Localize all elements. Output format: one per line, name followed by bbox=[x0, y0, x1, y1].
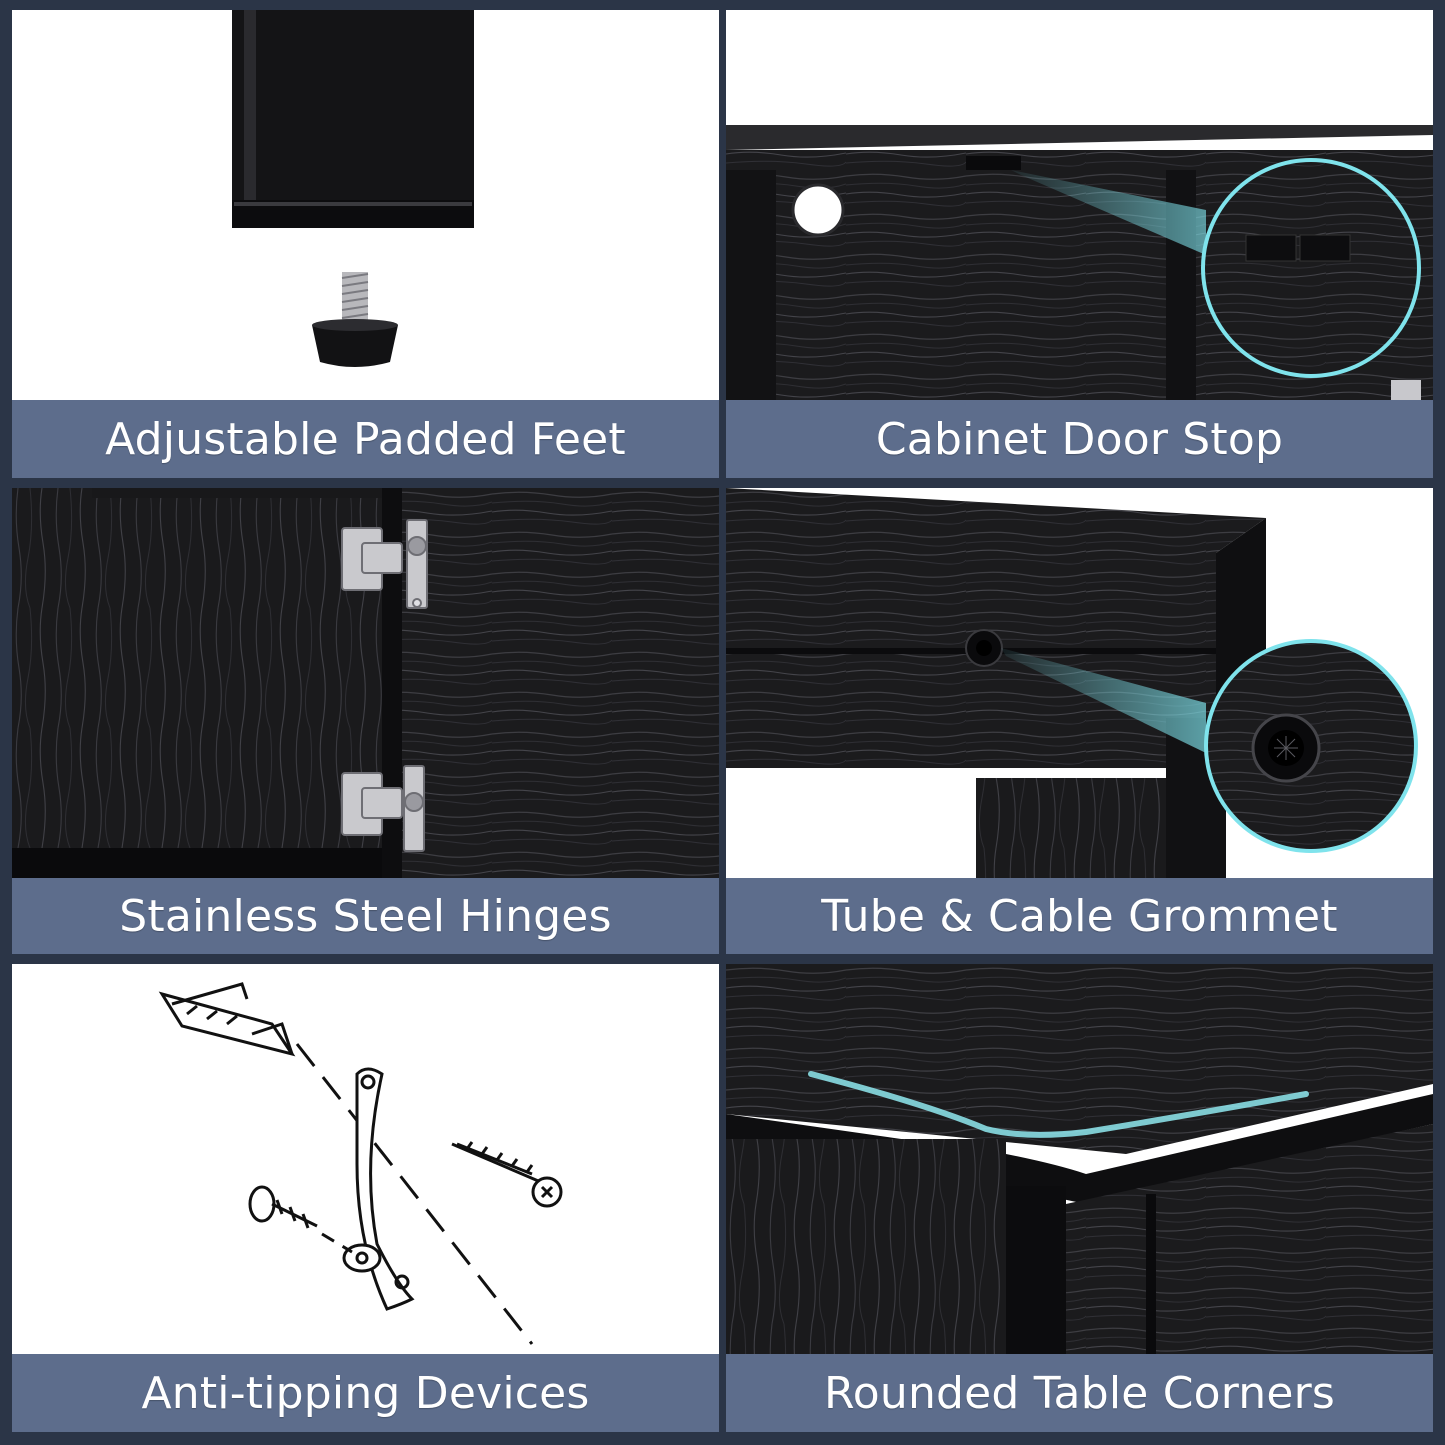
grommet-photo bbox=[726, 488, 1433, 878]
feature-card-grommet: Tube & Cable Grommet bbox=[726, 488, 1433, 954]
hinges-photo bbox=[12, 488, 719, 878]
anti-tipping-diagram bbox=[12, 964, 719, 1354]
feature-card-door-stop: Cabinet Door Stop bbox=[726, 10, 1433, 478]
caption-rounded-table-corners: Rounded Table Corners bbox=[726, 1354, 1433, 1432]
feet-illustration bbox=[12, 10, 719, 400]
door-stop-photo bbox=[726, 10, 1433, 400]
lower-hinge bbox=[341, 765, 425, 852]
caption-cabinet-door-stop: Cabinet Door Stop bbox=[726, 400, 1433, 478]
caption-stainless-steel-hinges: Stainless Steel Hinges bbox=[12, 878, 719, 954]
caption-tube-cable-grommet: Tube & Cable Grommet bbox=[726, 878, 1433, 954]
rounded-corner-photo bbox=[726, 964, 1433, 1354]
caption-adjustable-padded-feet: Adjustable Padded Feet bbox=[12, 400, 719, 478]
feature-card-hinges: Stainless Steel Hinges bbox=[12, 488, 719, 954]
caption-anti-tipping-devices: Anti-tipping Devices bbox=[12, 1354, 719, 1432]
feature-card-rounded-corners: Rounded Table Corners bbox=[726, 964, 1433, 1432]
feature-card-anti-tipping: Anti-tipping Devices bbox=[12, 964, 719, 1432]
upper-hinge bbox=[341, 519, 428, 609]
feature-card-feet: Adjustable Padded Feet bbox=[12, 10, 719, 478]
